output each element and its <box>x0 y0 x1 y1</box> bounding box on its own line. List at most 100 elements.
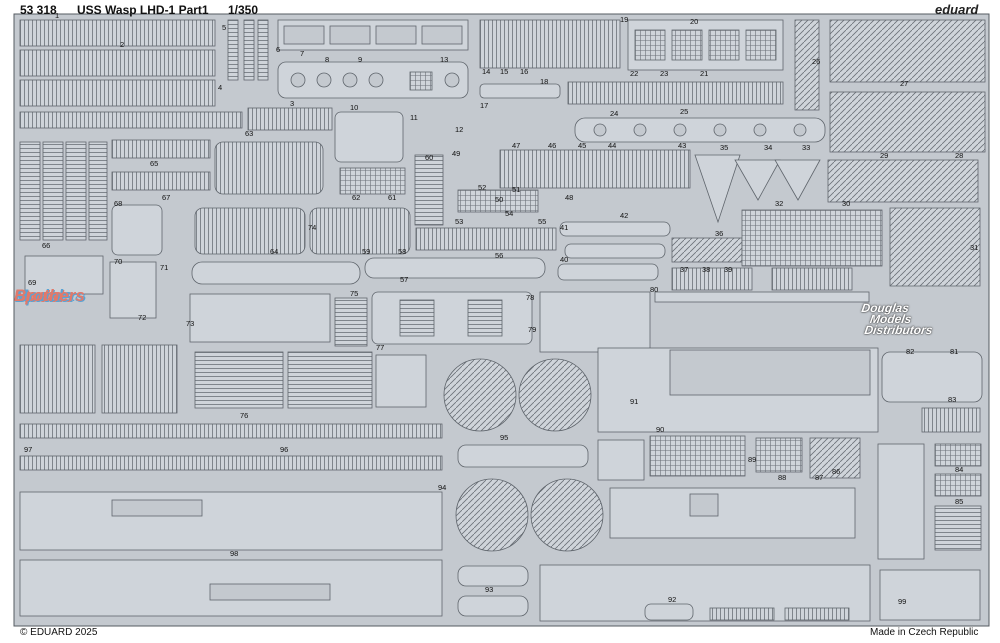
part-number-13: 13 <box>440 55 448 64</box>
part-number-86: 86 <box>832 467 840 476</box>
part-number-33: 33 <box>802 143 810 152</box>
watermark-line-2: Brothers <box>14 286 85 305</box>
part-number-61: 61 <box>388 193 396 202</box>
part-number-63: 63 <box>245 129 253 138</box>
part-number-38: 38 <box>702 265 710 274</box>
part-number-6: 6 <box>276 45 280 54</box>
set-number: 53 318 <box>20 3 57 17</box>
part-number-80: 80 <box>650 285 658 294</box>
part-number-71: 71 <box>160 263 168 272</box>
part-number-65: 65 <box>150 159 158 168</box>
part-number-41: 41 <box>560 223 568 232</box>
kit-title: USS Wasp LHD-1 Part1 <box>77 3 209 17</box>
part-number-78: 78 <box>526 293 534 302</box>
part-number-95: 95 <box>500 433 508 442</box>
part-number-34: 34 <box>764 143 772 152</box>
part-number-52: 52 <box>478 183 486 192</box>
part-number-69: 69 <box>28 278 36 287</box>
part-number-90: 90 <box>656 425 664 434</box>
part-number-97: 97 <box>24 445 32 454</box>
part-number-11: 11 <box>410 113 418 122</box>
part-number-46: 46 <box>548 141 556 150</box>
part-number-83: 83 <box>948 395 956 404</box>
part-number-16: 16 <box>520 67 528 76</box>
part-number-67: 67 <box>162 193 170 202</box>
part-number-1: 1 <box>55 11 59 20</box>
part-number-43: 43 <box>678 141 686 150</box>
part-number-75: 75 <box>350 289 358 298</box>
part-number-56: 56 <box>495 251 503 260</box>
part-number-66: 66 <box>42 241 50 250</box>
part-number-32: 32 <box>775 199 783 208</box>
part-number-72: 72 <box>138 313 146 322</box>
part-number-21: 21 <box>700 69 708 78</box>
part-number-73: 73 <box>186 319 194 328</box>
part-number-99: 99 <box>898 597 906 606</box>
part-number-94: 94 <box>438 483 446 492</box>
part-number-29: 29 <box>880 151 888 160</box>
part-number-48: 48 <box>565 193 573 202</box>
part-number-89: 89 <box>748 455 756 464</box>
part-number-30: 30 <box>842 199 850 208</box>
part-number-85: 85 <box>955 497 963 506</box>
part-number-12: 12 <box>455 125 463 134</box>
copyright-text: © EDUARD 2025 <box>20 627 98 638</box>
watermark-right-line-3: Distributors <box>863 323 934 337</box>
part-number-50: 50 <box>495 195 503 204</box>
sprue-brothers-watermark: Sprue Brothers Models.co <box>14 286 86 306</box>
part-number-18: 18 <box>540 77 548 86</box>
kit-scale: 1/350 <box>228 3 259 17</box>
part-number-53: 53 <box>455 217 463 226</box>
part-number-70: 70 <box>114 257 122 266</box>
part-number-54: 54 <box>505 209 513 218</box>
part-number-27: 27 <box>900 79 908 88</box>
part-number-68: 68 <box>114 199 122 208</box>
watermark-suffix: .co <box>72 293 86 303</box>
part-number-4: 4 <box>218 83 222 92</box>
part-number-57: 57 <box>400 275 408 284</box>
part-number-60: 60 <box>425 153 433 162</box>
watermark-line-3: Models <box>14 286 73 305</box>
part-number-44: 44 <box>608 141 616 150</box>
part-number-84: 84 <box>955 465 963 474</box>
part-number-24: 24 <box>610 109 618 118</box>
part-number-64: 64 <box>270 247 278 256</box>
part-number-36: 36 <box>715 229 723 238</box>
part-number-77: 77 <box>376 343 384 352</box>
douglas-models-watermark: Douglas Models Distributors <box>858 301 937 337</box>
part-number-40: 40 <box>560 255 568 264</box>
eduard-logo: eduard <box>935 2 979 17</box>
part-number-23: 23 <box>660 69 668 78</box>
part-number-8: 8 <box>325 55 329 64</box>
part-number-76: 76 <box>240 411 248 420</box>
part-number-91: 91 <box>630 397 638 406</box>
part-number-35: 35 <box>720 143 728 152</box>
part-number-59: 59 <box>362 247 370 256</box>
part-number-82: 82 <box>906 347 914 356</box>
part-number-31: 31 <box>970 243 978 252</box>
part-number-39: 39 <box>724 265 732 274</box>
part-number-22: 22 <box>630 69 638 78</box>
part-number-49: 49 <box>452 149 460 158</box>
part-number-51: 51 <box>512 185 520 194</box>
part-number-25: 25 <box>680 107 688 116</box>
part-number-28: 28 <box>955 151 963 160</box>
part-number-5: 5 <box>222 23 226 32</box>
part-number-10: 10 <box>350 103 358 112</box>
part-number-2: 2 <box>120 40 124 49</box>
part-number-15: 15 <box>500 67 508 76</box>
part-number-87: 87 <box>815 473 823 482</box>
part-number-58: 58 <box>398 247 406 256</box>
origin-text: Made in Czech Republic <box>870 627 979 638</box>
part-number-20: 20 <box>690 17 698 26</box>
part-number-96: 96 <box>280 445 288 454</box>
part-number-92: 92 <box>668 595 676 604</box>
part-number-26: 26 <box>812 57 820 66</box>
part-number-47: 47 <box>512 141 520 150</box>
part-number-3: 3 <box>290 99 294 108</box>
part-number-9: 9 <box>358 55 362 64</box>
part-number-93: 93 <box>485 585 493 594</box>
part-number-55: 55 <box>538 217 546 226</box>
part-number-62: 62 <box>352 193 360 202</box>
